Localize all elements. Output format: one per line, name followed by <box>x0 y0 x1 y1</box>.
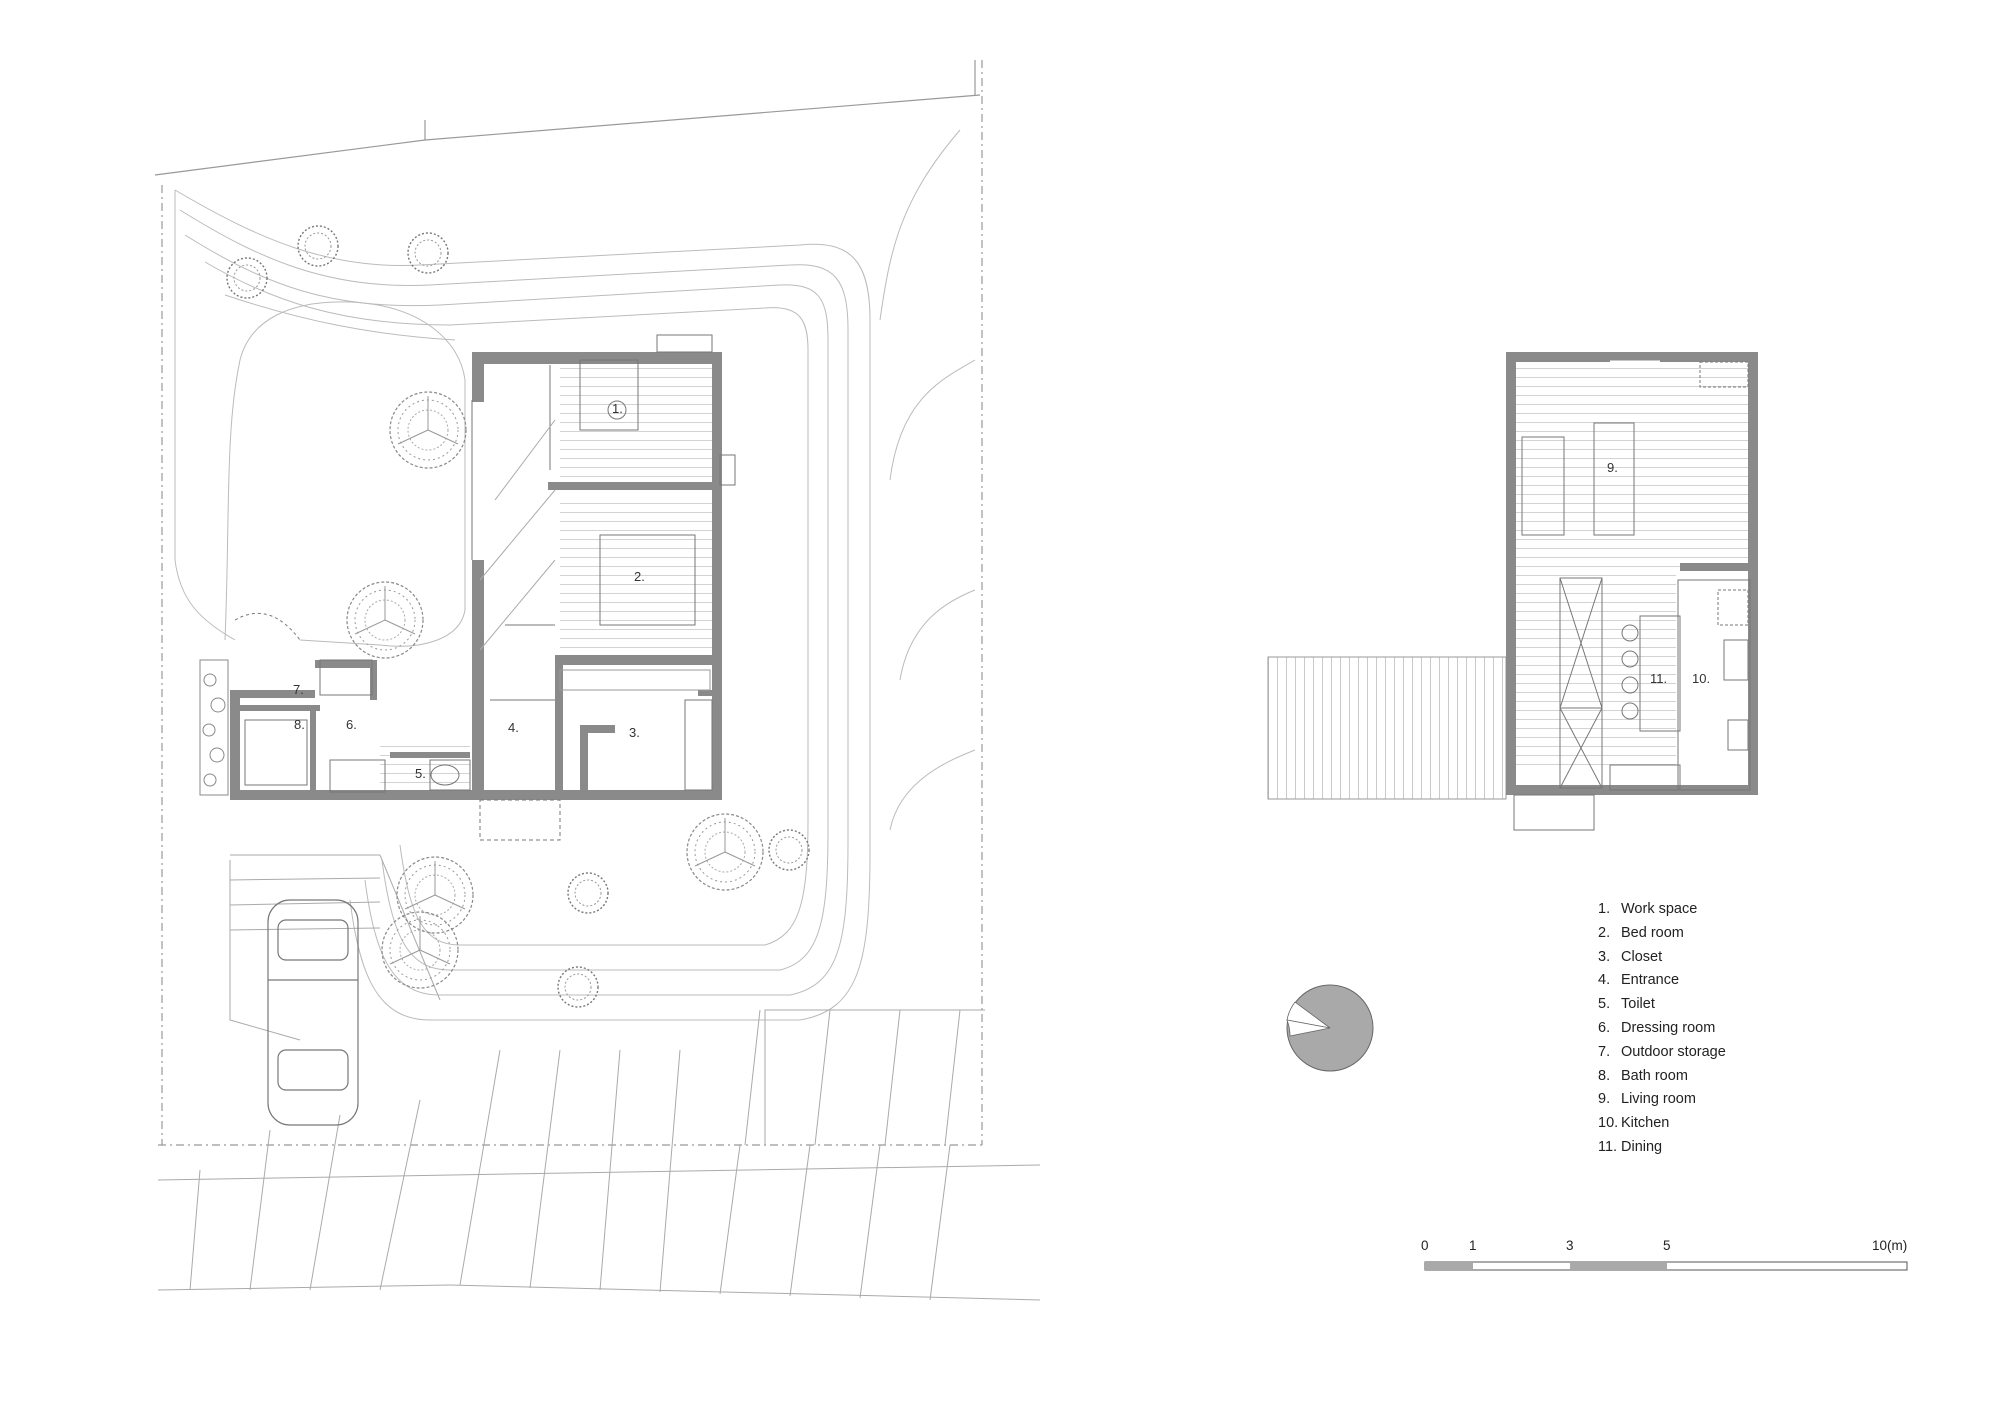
legend-item: 10.Kitchen <box>1598 1112 1858 1136</box>
upper-floor-details <box>1513 360 1751 831</box>
legend-item: 4. Entrance <box>1598 969 1858 993</box>
scale-label-1: 1 <box>1469 1238 1477 1253</box>
legend-item: 6. Dressing room <box>1598 1017 1858 1041</box>
legend-item-text: Living room <box>1621 1091 1696 1108</box>
room-label-work-space: 1. <box>612 401 623 416</box>
upper-floor-plan: 9. 11. 10. <box>1267 352 1758 831</box>
room-label-toilet: 5. <box>415 766 426 781</box>
legend-item-number: 4. <box>1598 972 1611 989</box>
scale-label-5: 5 <box>1663 1238 1671 1253</box>
legend-item: 1. Work space <box>1598 898 1858 922</box>
legend-item-text: Bed room <box>1621 924 1684 941</box>
legend-item: 2. Bed room <box>1598 922 1858 946</box>
legend-item: 7. Outdoor storage <box>1598 1041 1858 1065</box>
legend-item-text: Work space <box>1621 901 1698 917</box>
legend-item-text: Dressing room <box>1621 1019 1716 1036</box>
room-label-entrance: 4. <box>508 720 519 735</box>
legend-item-number: 10. <box>1598 1115 1619 1132</box>
contour-lines <box>174 129 976 1021</box>
legend-item-number: 3. <box>1598 948 1611 965</box>
scale-label-10m: 10(m) <box>1872 1238 1908 1253</box>
legend-item: 3. Closet <box>1598 946 1858 970</box>
ground-floor-walls <box>230 352 722 800</box>
room-legend: 1. Work space 2. Bed room 3. Closet 4. Entrance… <box>1598 898 1858 1160</box>
room-label-kitchen: 10. <box>1692 671 1710 686</box>
legend-item-number: 9. <box>1598 1091 1611 1108</box>
legend-item-number: 8. <box>1598 1067 1611 1084</box>
legend-item-number: 2. <box>1598 924 1611 941</box>
legend-item-text: Outdoor storage <box>1621 1043 1726 1060</box>
scale-label-3: 3 <box>1566 1238 1574 1253</box>
legend-item-number: 7. <box>1598 1043 1611 1060</box>
scale-label-0: 0 <box>1421 1238 1429 1253</box>
legend-item-text: Closet <box>1621 948 1663 965</box>
legend-item: 9. Living room <box>1598 1088 1858 1112</box>
room-label-living-room: 9. <box>1607 460 1618 475</box>
room-label-closet: 3. <box>629 725 640 740</box>
room-label-bed-room: 2. <box>634 569 645 584</box>
stone-bed <box>199 659 229 796</box>
legend-item-text: Toilet <box>1621 996 1655 1013</box>
deck <box>1267 656 1507 800</box>
room-label-bath-room: 8. <box>294 717 305 732</box>
legend-item-number: 11. <box>1598 1138 1618 1155</box>
north-arrow <box>1286 984 1374 1072</box>
room-label-dressing-room: 6. <box>346 717 357 732</box>
legend-item: 5. Toilet <box>1598 993 1858 1017</box>
car-outline <box>267 899 359 1126</box>
legend-item-text: Entrance <box>1621 972 1680 989</box>
legend-item-number: 6. <box>1598 1019 1611 1036</box>
legend-item-text: Bath room <box>1621 1067 1688 1084</box>
site-boundary <box>154 60 985 1146</box>
driveway-lines <box>157 854 1041 1301</box>
ground-floor-fills <box>380 365 712 795</box>
room-label-outdoor-storage: 7. <box>293 682 304 697</box>
legend-item-number: 5. <box>1598 996 1611 1013</box>
upper-floor-room-labels: 9. 11. 10. <box>1607 460 1710 686</box>
ground-floor-room-labels: 1. 2. 3. 4. 5. 6. 7. 8. <box>293 401 645 781</box>
room-label-dining: 11. <box>1650 671 1667 686</box>
ground-floor-details <box>234 334 736 841</box>
legend-item: 11.Dining <box>1598 1136 1858 1160</box>
legend-item-number: 1. <box>1598 901 1611 917</box>
scale-bar <box>1424 1261 1908 1271</box>
legend-item-text: Dining <box>1621 1138 1663 1155</box>
legend-item: 8. Bath room <box>1598 1065 1858 1089</box>
legend-item-text: Kitchen <box>1621 1115 1670 1132</box>
site-plan: 1. 2. 3. 4. 5. 6. 7. 8. <box>154 60 1041 1301</box>
